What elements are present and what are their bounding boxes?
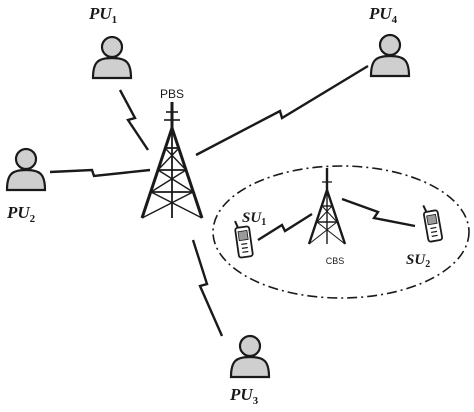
cbs-tower-icon: [307, 168, 347, 245]
link-pu2-pbs: [49, 168, 151, 178]
su2-label: SU2: [406, 252, 430, 270]
pu4-label: PU4: [368, 4, 398, 26]
su1-label: SU1: [242, 210, 266, 228]
link-su2-cbs: [341, 197, 416, 228]
pu2-label: PU2: [6, 203, 36, 225]
pu4-person-icon: [369, 33, 411, 78]
pu3-person-icon: [229, 334, 271, 379]
su2-phone-icon: [421, 202, 444, 243]
cbs-label: CBS: [326, 256, 345, 266]
link-su1-cbs: [257, 212, 313, 242]
pu2-person-icon: [5, 147, 47, 192]
cognitive-cell-boundary: [212, 165, 470, 299]
pu1-person-icon: [91, 35, 133, 80]
link-pu3-pbs: [191, 239, 224, 337]
pu3-label: PU3: [229, 385, 259, 407]
pbs-tower-icon: [140, 102, 204, 219]
pbs-label: PBS: [160, 87, 184, 101]
link-pu4-pbs: [195, 64, 369, 157]
pu1-label: PU1: [88, 4, 117, 26]
link-pu1-pbs: [118, 89, 149, 151]
